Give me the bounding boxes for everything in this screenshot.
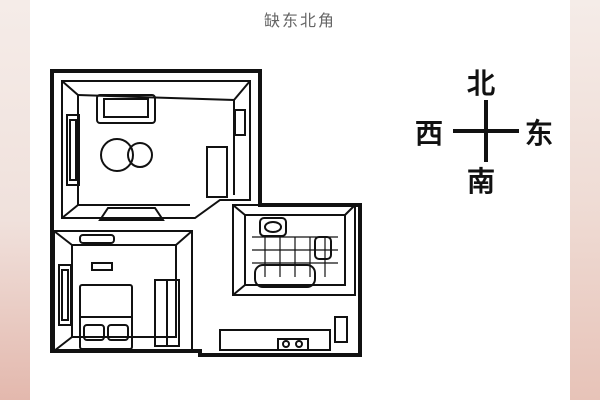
content-card: 缺东北角 <box>30 0 570 400</box>
round-table-2 <box>127 142 153 168</box>
bathtub <box>254 264 316 288</box>
compass-west: 西 <box>415 117 444 150</box>
kitchen-counter <box>219 329 331 351</box>
living-window <box>66 114 80 186</box>
compass-cross-vertical <box>484 100 488 162</box>
page-title: 缺东北角 <box>263 11 336 30</box>
floor-plan <box>50 69 362 357</box>
bathroom-wall <box>232 204 356 296</box>
bedroom-shelf <box>79 234 115 244</box>
bedroom-wall <box>53 230 193 352</box>
compass-south: 南 <box>467 165 496 198</box>
outer-wall <box>50 69 362 357</box>
sofa <box>96 94 156 124</box>
compass-east: 东 <box>525 117 554 150</box>
rug <box>98 207 165 221</box>
bedroom-window <box>58 264 72 326</box>
background-right-strip <box>570 0 600 400</box>
compass-north: 北 <box>467 67 496 100</box>
toilet <box>314 236 332 260</box>
round-table-1 <box>100 138 134 172</box>
tv-cabinet <box>206 146 228 198</box>
compass: 北 西 东 南 <box>415 62 575 202</box>
bath-sink <box>259 217 287 237</box>
bath-tiles <box>252 236 338 277</box>
background-left-strip <box>0 0 30 400</box>
